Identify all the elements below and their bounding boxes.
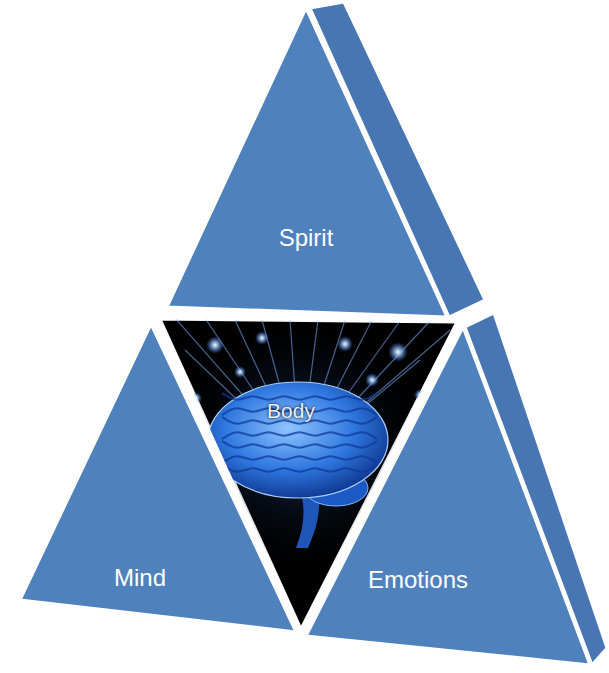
glow-dot xyxy=(255,331,269,345)
triangle-face xyxy=(306,327,590,665)
brain-fold xyxy=(222,465,377,472)
glow-dot xyxy=(388,342,408,362)
triangle-shape xyxy=(167,8,447,317)
brain-fold xyxy=(222,441,377,448)
glow-dot xyxy=(190,392,202,404)
brain-fold xyxy=(222,432,377,439)
glow-dot xyxy=(414,389,426,401)
face-label: Mind xyxy=(114,565,166,591)
brain-outline xyxy=(208,382,388,498)
brain-fold xyxy=(222,393,377,400)
brain-fold xyxy=(222,456,377,463)
spirit-triangle: Spirit xyxy=(167,8,447,317)
mind-triangle: Mind xyxy=(20,324,296,632)
glow-dot xyxy=(365,373,379,387)
brain-cortex xyxy=(208,382,388,498)
triangle-shape xyxy=(306,327,590,665)
triangle-face xyxy=(167,8,447,317)
glow-dot xyxy=(206,336,224,354)
triangle-face xyxy=(20,324,296,632)
glow-dot xyxy=(234,366,246,378)
face-label: Emotions xyxy=(368,567,468,593)
face-label: Spirit xyxy=(279,225,334,251)
glow-dot xyxy=(337,336,353,352)
face-label: Body xyxy=(267,399,315,422)
emotions-triangle: Emotions xyxy=(306,327,590,665)
